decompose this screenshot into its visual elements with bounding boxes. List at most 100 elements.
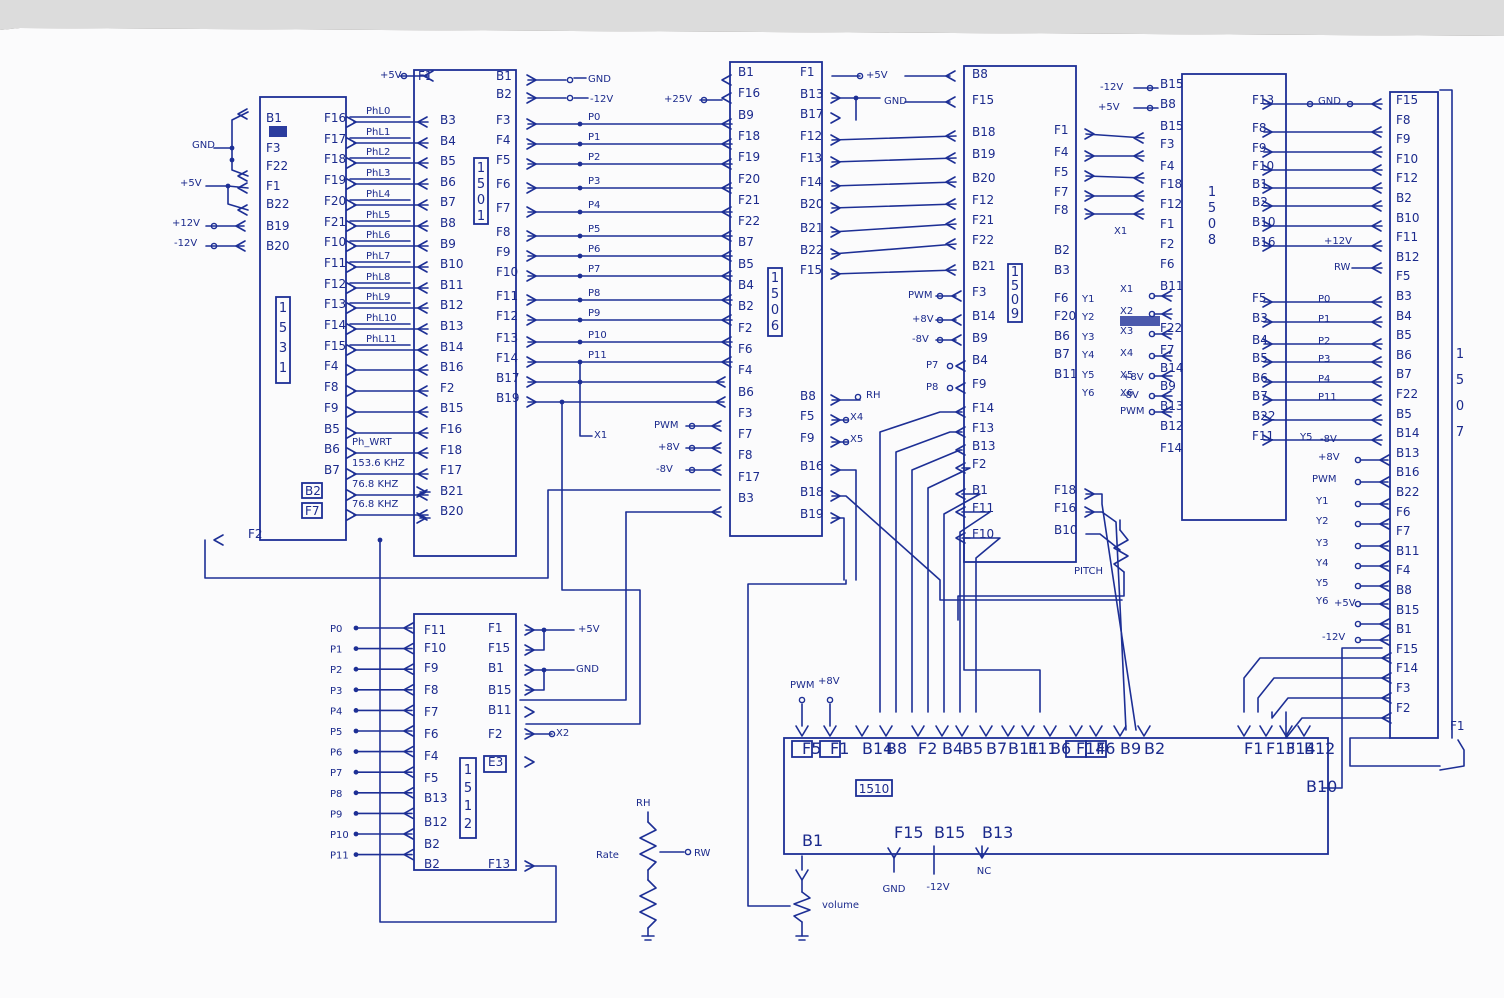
junction-dot bbox=[577, 161, 583, 167]
module-1509-box bbox=[963, 65, 1077, 563]
pin-label: B4 bbox=[440, 134, 456, 148]
junction-dot bbox=[577, 121, 583, 127]
pin-label: F12 bbox=[1160, 197, 1182, 211]
pin-label: F21 bbox=[324, 215, 346, 229]
p-net-label: P8 bbox=[588, 288, 600, 299]
p-net-label: P1 bbox=[588, 132, 600, 143]
ph-net-label: PhL11 bbox=[366, 334, 397, 345]
x1-label: X1 bbox=[1114, 226, 1127, 237]
pin-label: B19 bbox=[800, 507, 824, 521]
pin-label: F10 bbox=[496, 265, 518, 279]
pin-label: F14 bbox=[496, 351, 518, 365]
module-1531-box bbox=[259, 96, 347, 541]
pin-y-connector bbox=[1137, 725, 1151, 737]
wire-gnd bbox=[525, 669, 545, 691]
p-net-label: P11 bbox=[1318, 392, 1337, 403]
pin-label: F9 bbox=[424, 661, 439, 675]
pin-label: B1 bbox=[802, 831, 823, 850]
wire-pot-ground bbox=[957, 571, 1125, 621]
ic-tag-digit: 6 bbox=[771, 319, 779, 334]
pin-label: B20 bbox=[440, 504, 464, 518]
pin-label: F2 bbox=[1160, 237, 1175, 251]
pin-label: F11 bbox=[424, 623, 446, 637]
pin-label: B2 bbox=[305, 484, 321, 498]
connector-chevron bbox=[951, 314, 962, 326]
wire-b18 bbox=[831, 495, 1123, 601]
net-p8-label: +8V bbox=[658, 442, 680, 453]
p-net-label: P3 bbox=[1318, 354, 1330, 365]
pin-label: F15 bbox=[324, 339, 346, 353]
wire-b10-side bbox=[1321, 647, 1383, 789]
terminal-ring bbox=[826, 696, 834, 704]
net-m12-label: -12V bbox=[590, 94, 613, 105]
pin-label: B21 bbox=[972, 259, 996, 273]
y-net-label: Y3 bbox=[1315, 538, 1328, 549]
pin-label: B11 bbox=[1396, 544, 1420, 558]
ic-tag-digit: 5 bbox=[279, 321, 287, 336]
wire-1507-right bbox=[1439, 89, 1453, 739]
ic-tag-digit: 0 bbox=[1456, 399, 1464, 414]
wire-b19b bbox=[831, 517, 845, 581]
wire-bus-1506-1509 bbox=[831, 135, 957, 141]
net-m12-label: -12V bbox=[1322, 632, 1345, 643]
pin-label: F19 bbox=[738, 150, 760, 164]
p-net-label: P0 bbox=[1318, 294, 1330, 305]
wire-b19-long bbox=[525, 401, 641, 725]
pin-y-connector bbox=[887, 847, 901, 859]
terminal-ring bbox=[854, 393, 862, 401]
pin-y-connector bbox=[795, 725, 809, 737]
pin-label: F17 bbox=[324, 132, 346, 146]
pin-label: B11 bbox=[440, 278, 464, 292]
pin-label: B4 bbox=[972, 353, 988, 367]
pin-label: B19 bbox=[266, 219, 290, 233]
p-input-label: P6 bbox=[330, 748, 342, 759]
terminal-ring bbox=[842, 438, 850, 446]
net-p5-label: +5V bbox=[866, 70, 888, 81]
x4-label: X4 bbox=[850, 412, 863, 423]
pin-y-connector bbox=[1113, 725, 1127, 737]
connector-chevron bbox=[526, 376, 537, 388]
connector-chevron bbox=[830, 92, 841, 104]
pin-y-connector bbox=[1043, 725, 1057, 737]
pin-label: B9 bbox=[440, 237, 456, 251]
net-m12-label: -12V bbox=[926, 882, 949, 893]
pin-label: F2 bbox=[1396, 701, 1411, 715]
net-p5-label: +5V bbox=[180, 178, 202, 189]
junction-dot bbox=[229, 145, 235, 151]
connector-chevron bbox=[524, 684, 535, 696]
ic-tag-digit: 5 bbox=[1456, 373, 1464, 388]
pin-label: F4 bbox=[738, 363, 753, 377]
ic-tag-digit: 1 bbox=[464, 799, 472, 814]
pin-label: F4 bbox=[324, 359, 339, 373]
ph-net-label: PhL5 bbox=[366, 210, 390, 221]
pin-label: B2 bbox=[424, 857, 440, 871]
rate-resistor-lower bbox=[639, 879, 657, 929]
net-p12-label: +12V bbox=[1324, 236, 1352, 247]
pin-label: B7 bbox=[440, 195, 456, 209]
pin-label: B11 bbox=[1008, 739, 1039, 758]
pin-y-connector bbox=[1069, 725, 1083, 737]
pin-label: B13 bbox=[800, 87, 824, 101]
pin-label: B16 bbox=[1396, 465, 1420, 479]
pin-label: F12 bbox=[324, 277, 346, 291]
connector-chevron bbox=[237, 108, 248, 120]
pin-label: B9 bbox=[972, 331, 988, 345]
clock-net-label: 76.8 KHZ bbox=[352, 499, 399, 510]
pin-label: F11 bbox=[496, 289, 518, 303]
ic-tag-digit: 1 bbox=[477, 209, 485, 224]
p-net-label: P6 bbox=[588, 244, 600, 255]
wire-fanout-1509-1510 bbox=[927, 467, 971, 713]
pin-label: B2 bbox=[738, 299, 754, 313]
y-net-label: Y2 bbox=[1081, 312, 1094, 323]
p-net-label: P4 bbox=[588, 200, 600, 211]
ic-tag-1510: 1510 bbox=[859, 782, 890, 796]
connector-chevron bbox=[715, 376, 726, 388]
terminal-ring bbox=[946, 384, 954, 392]
wire-bus-1506-1509 bbox=[831, 223, 957, 233]
p-input-label: P3 bbox=[330, 686, 342, 697]
connector-chevron bbox=[237, 204, 248, 216]
ic-tag-1531-box bbox=[275, 296, 291, 384]
ic-tag-digit: 5 bbox=[771, 287, 779, 302]
pin-label: F11 bbox=[1396, 230, 1418, 244]
